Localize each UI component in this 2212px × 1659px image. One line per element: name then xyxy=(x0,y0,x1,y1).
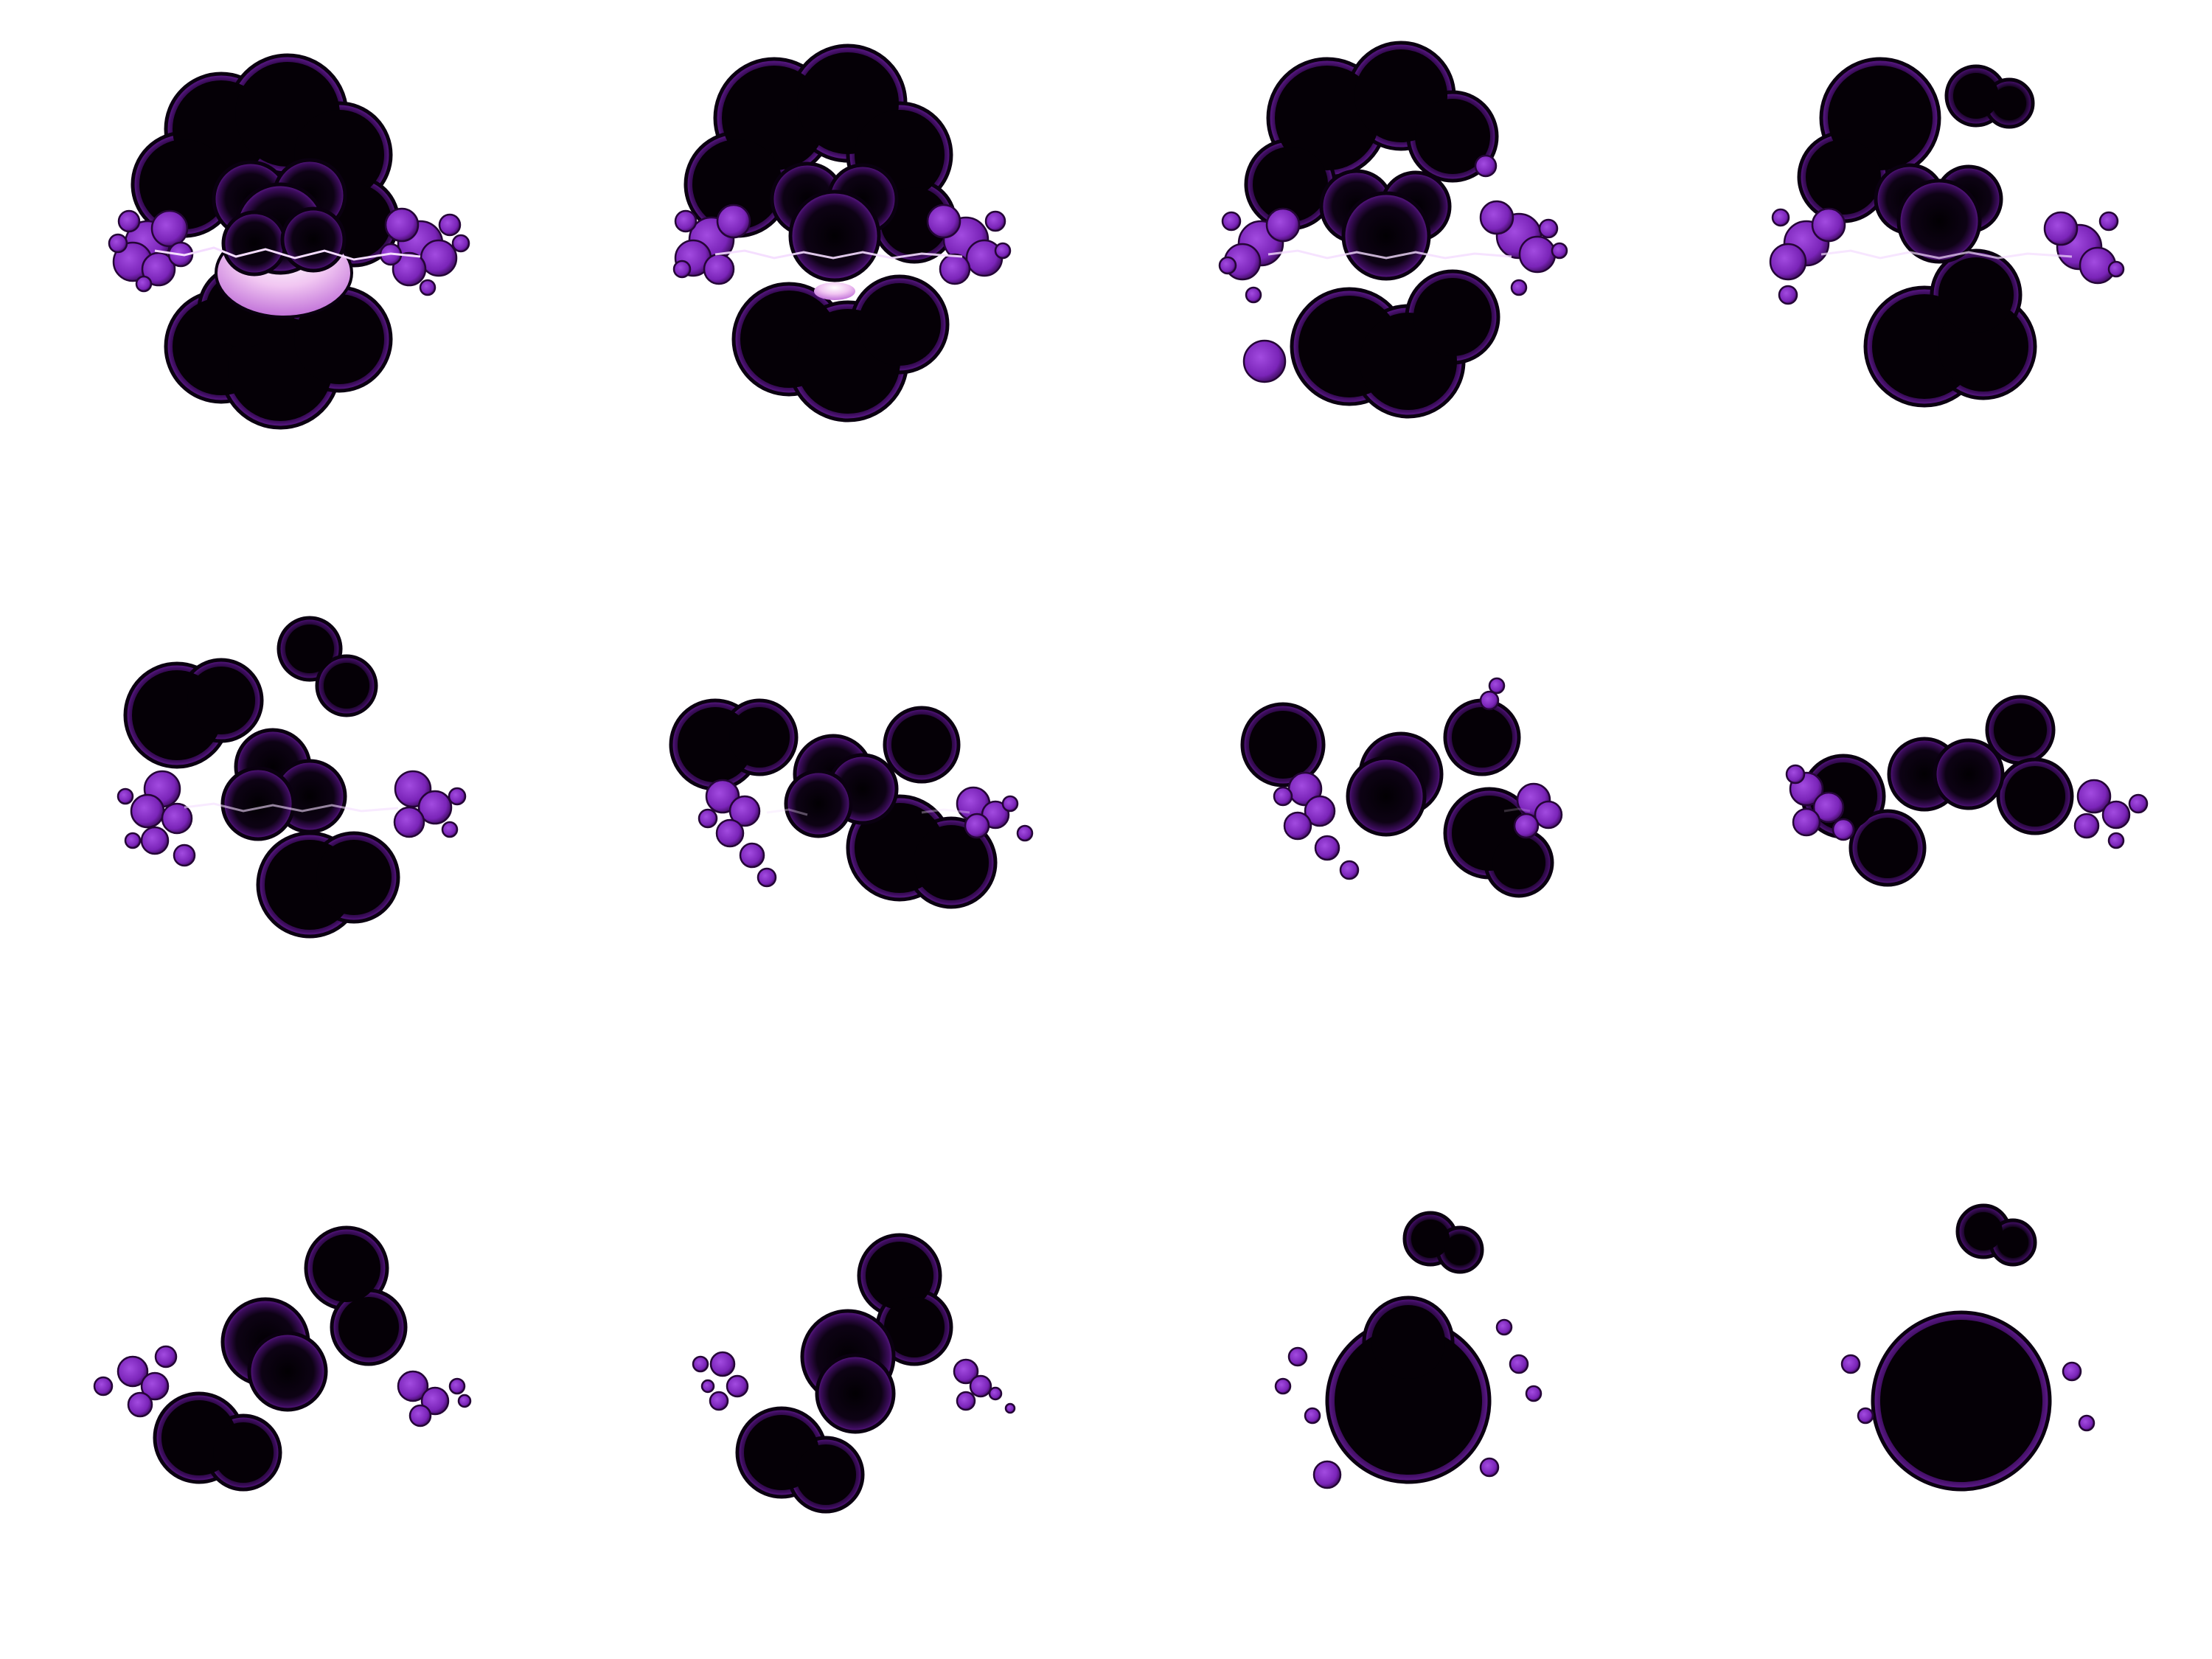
lightning xyxy=(1820,249,2073,260)
frame-7-art xyxy=(1240,677,1563,898)
center-blob xyxy=(1319,169,1452,281)
right-swarm xyxy=(379,207,470,296)
left-swarm xyxy=(93,1345,178,1418)
dark-cloud-core xyxy=(678,707,989,900)
right-swarm xyxy=(2073,779,2149,849)
frame-8-art xyxy=(1785,695,2149,887)
orbiting-particles xyxy=(1274,1318,1543,1489)
lightning-right xyxy=(921,808,970,814)
dark-cloud-core xyxy=(1253,49,1492,410)
frame-11-art xyxy=(1274,1211,1543,1489)
left-swarm xyxy=(672,204,751,285)
dark-cloud-core xyxy=(1411,1220,1475,1265)
frame-9 xyxy=(0,1106,553,1659)
left-swarm xyxy=(108,209,194,293)
left-swarm xyxy=(692,1351,749,1411)
right-swarm xyxy=(393,770,467,838)
left-swarm xyxy=(116,770,196,867)
center-blob xyxy=(220,1297,328,1412)
lightning xyxy=(714,249,963,260)
center-blob xyxy=(770,161,899,282)
frame-12-art xyxy=(1840,1203,2096,1492)
dark-cloud-core xyxy=(1964,1212,2028,1258)
frame-6 xyxy=(553,553,1106,1106)
glow-orb xyxy=(814,282,855,300)
right-swarm xyxy=(397,1370,472,1427)
dark-cloud-core xyxy=(161,1234,399,1483)
right-swarm xyxy=(1474,154,1568,296)
dark-cloud-core xyxy=(744,1242,945,1505)
frame-2-art xyxy=(672,44,1012,422)
frame-1 xyxy=(0,0,553,553)
lightning xyxy=(1503,807,1531,813)
frame-12 xyxy=(1659,1106,2212,1659)
dark-cloud-core xyxy=(1806,66,2028,399)
frame-3-art xyxy=(1218,41,1568,419)
frame-3 xyxy=(1106,0,1659,553)
frame-2 xyxy=(553,0,1106,553)
center-blob xyxy=(212,158,347,276)
frame-8 xyxy=(1659,553,2212,1106)
right-swarm xyxy=(2043,211,2125,285)
right-swarm xyxy=(1479,677,1563,839)
center-blob xyxy=(1874,163,2003,264)
center-blob xyxy=(800,1309,896,1434)
left-swarm xyxy=(698,779,777,888)
dark-cloud-core xyxy=(132,625,392,930)
frame-10-art xyxy=(692,1233,1016,1514)
frame-4 xyxy=(1659,0,2212,553)
right-swarm xyxy=(926,204,1012,285)
frame-10 xyxy=(553,1106,1106,1659)
center-blob-core xyxy=(1880,1320,2042,1482)
frame-4-art xyxy=(1769,57,2125,408)
frame-5-art xyxy=(116,616,467,939)
frame-5 xyxy=(0,553,553,1106)
center-blob xyxy=(1887,737,2005,812)
frame-9-art xyxy=(93,1225,472,1492)
frame-11 xyxy=(1106,1106,1659,1659)
lightning xyxy=(766,808,808,816)
right-swarm xyxy=(953,1358,1016,1414)
center-blob-core xyxy=(1335,1305,1482,1475)
center-blob xyxy=(1346,731,1444,837)
right-swarm xyxy=(956,786,1034,842)
lightning xyxy=(1267,249,1512,260)
lightning xyxy=(154,246,421,261)
left-swarm xyxy=(1218,207,1301,383)
frame-7 xyxy=(1106,553,1659,1106)
lightning xyxy=(184,802,399,813)
left-swarm xyxy=(1785,764,1855,841)
frame-6-art xyxy=(669,698,1034,909)
frame-1-art xyxy=(108,53,470,430)
dark-cloud-core xyxy=(1249,707,1545,889)
left-swarm xyxy=(1769,207,1846,305)
center-blob xyxy=(220,728,347,841)
orbiting-particles xyxy=(1840,1354,2096,1432)
left-swarm xyxy=(1273,771,1360,880)
center-blob xyxy=(784,734,899,838)
